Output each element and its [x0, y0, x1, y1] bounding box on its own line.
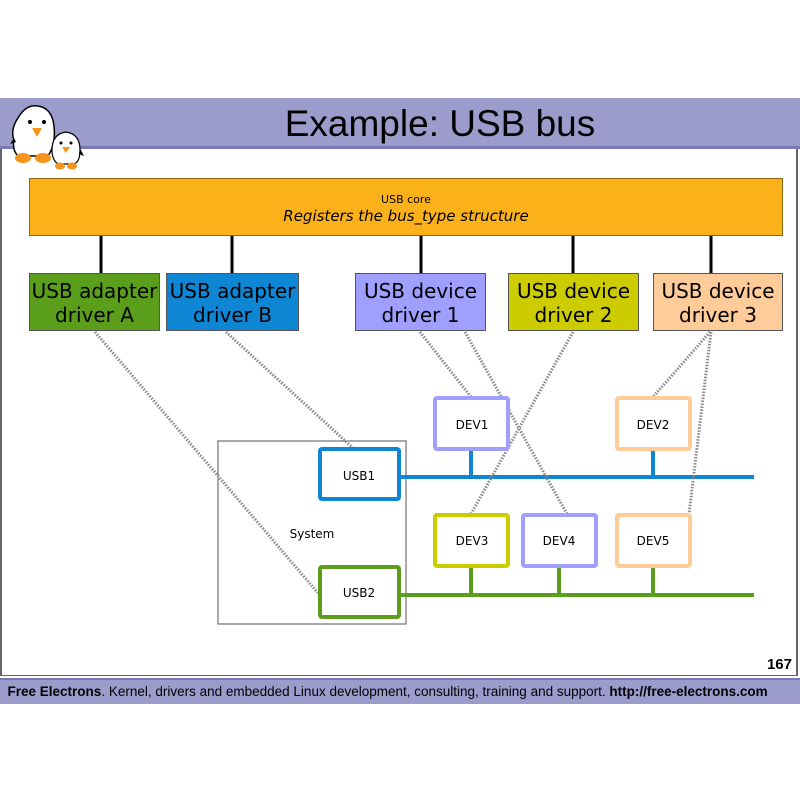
driver-box-device-2: USB device driver 2: [508, 273, 639, 331]
driver-label-line2: driver 1: [381, 303, 460, 327]
footer-bar: Free Electrons. Kernel, drivers and embe…: [0, 678, 800, 704]
usb2-label: USB2: [343, 586, 375, 600]
page-title: Example: USB bus: [284, 103, 596, 144]
driver-label-line2: driver 3: [679, 303, 757, 327]
driver-label-line2: driver B: [193, 303, 272, 327]
driver-label-line1: USB device: [516, 279, 631, 303]
driver-label-line2: driver 2: [534, 303, 613, 327]
link-driver3-dev2: [651, 331, 712, 398]
dev1-box: [433, 396, 510, 451]
link-adapter-b-usb1: [224, 330, 355, 450]
usb2-controller: [318, 565, 401, 619]
small-penguin-icon: [51, 131, 84, 170]
dev5-box: [615, 513, 692, 568]
link-adapter-a-usb2: [93, 331, 320, 594]
dev1-label: DEV1: [456, 418, 489, 432]
driver-box-device-3: USB device driver 3: [653, 273, 783, 331]
footer-text: . Kernel, drivers and embedded Linux dev…: [101, 684, 610, 699]
driver-box-adapter-b: USB adapter driver B: [166, 273, 299, 331]
usb-core-label: USB core: [381, 193, 431, 206]
driver-label-line1: USB device: [661, 279, 775, 303]
dev4-box: [521, 513, 598, 568]
driver-label-line2: driver A: [55, 303, 134, 327]
penguin-logo: [10, 105, 84, 170]
dev2-box: [615, 396, 692, 451]
link-driver1-dev1: [418, 331, 473, 398]
footer-brand: Free Electrons: [7, 684, 102, 699]
usb-core-sublabel: Registers the bus_type structure: [283, 207, 529, 225]
driver-box-adapter-a: USB adapter driver A: [29, 273, 160, 331]
driver-label-line1: USB device: [363, 279, 478, 303]
dev2-label: DEV2: [637, 418, 670, 432]
usb-core-box: USB core Registers the bus_type structur…: [29, 178, 783, 236]
big-penguin-icon: [10, 105, 56, 163]
dev3-label: DEV3: [456, 534, 489, 548]
slide-content-area: [0, 149, 798, 676]
driver-box-device-1: USB device driver 1: [355, 273, 486, 331]
usb1-controller: [318, 447, 401, 501]
dev3-box: [433, 513, 510, 568]
footer-url-link[interactable]: http://free-electrons.com: [609, 684, 768, 699]
title-bar: [0, 98, 800, 149]
dev4-label: DEV4: [543, 534, 576, 548]
driver-label-line1: USB adapter: [31, 279, 158, 303]
dev5-label: DEV5: [637, 534, 670, 548]
link-driver3-dev5: [687, 331, 713, 515]
page-number: 167: [766, 656, 792, 673]
system-label: System: [290, 527, 335, 541]
driver-label-line1: USB adapter: [169, 279, 296, 303]
usb1-label: USB1: [343, 469, 375, 483]
